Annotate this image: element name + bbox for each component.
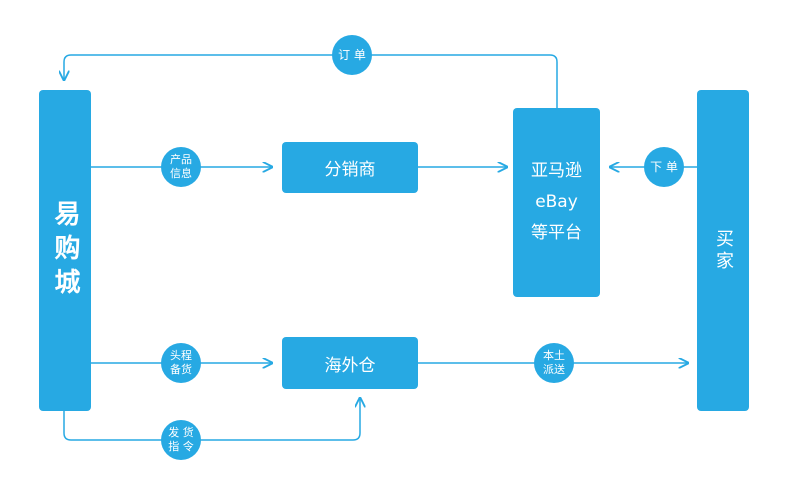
node-maijia: 买家 — [697, 90, 749, 411]
edge-label-stocking: 头程 备货 — [161, 343, 201, 383]
node-fenxiaoshang: 分销商 — [282, 142, 418, 193]
node-platform-line-2: eBay — [535, 192, 578, 212]
edge-label-ship-command: 发 货 指 令 — [161, 420, 201, 460]
edge-label-local-delivery: 本土 派送 — [534, 343, 574, 383]
order-connector — [64, 54, 558, 108]
node-yigoucheng-label: 易购城 — [50, 199, 80, 302]
ship-command-connector — [63, 398, 360, 441]
node-maijia-label: 买家 — [713, 228, 734, 273]
edge-label-ship-command-text: 发 货 指 令 — [168, 426, 194, 453]
edge-label-product-info-text: 产品 信息 — [170, 153, 192, 180]
edge-label-place-order: 下 单 — [644, 147, 684, 187]
edge-label-place-order-text: 下 单 — [650, 160, 678, 174]
node-haiwaicang-label: 海外仓 — [324, 355, 376, 376]
node-platform-line-3: 等平台 — [531, 223, 582, 243]
edge-label-stocking-text: 头程 备货 — [170, 349, 192, 376]
node-haiwaicang: 海外仓 — [282, 337, 418, 389]
node-platform-line-1: 亚马逊 — [531, 161, 582, 181]
edge-label-product-info: 产品 信息 — [161, 147, 201, 187]
edge-label-order: 订 单 — [332, 35, 372, 75]
node-fenxiaoshang-label: 分销商 — [324, 160, 376, 180]
edge-label-order-text: 订 单 — [338, 48, 366, 62]
edge-label-local-delivery-text: 本土 派送 — [543, 349, 565, 376]
node-yigoucheng: 易购城 — [39, 90, 91, 411]
node-platform: 亚马逊 eBay 等平台 — [513, 108, 600, 297]
